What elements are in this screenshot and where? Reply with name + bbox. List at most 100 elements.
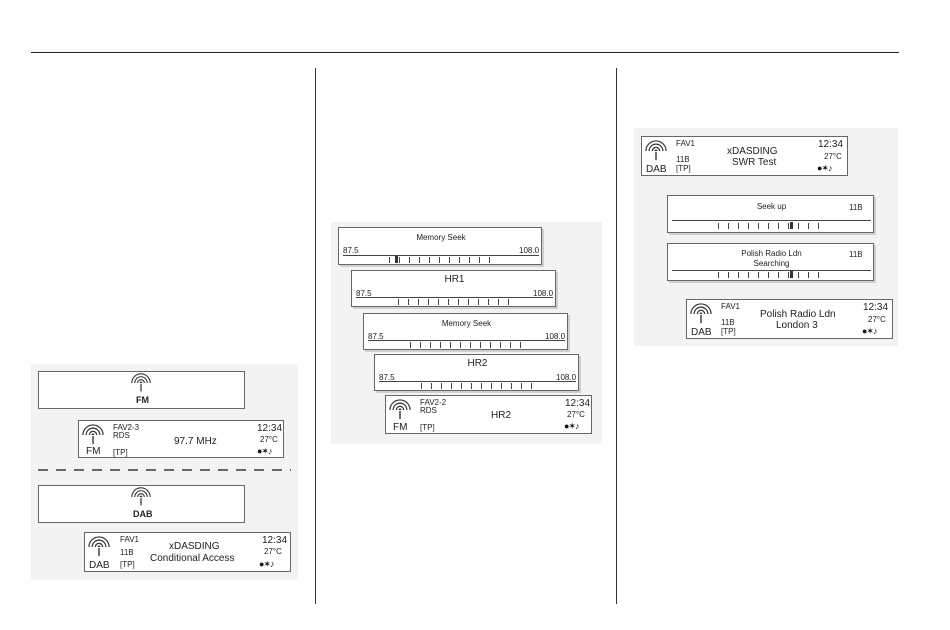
preset-label: FAV2-3 [113, 423, 140, 432]
london-status-display: FAV1 11B [TP] DAB Polish Radio Ldn Londo… [686, 299, 893, 339]
scale-line [379, 381, 576, 382]
frequency-label: 97.7 MHz [174, 436, 217, 447]
temperature-label: 27°C [567, 410, 585, 419]
rds-label: RDS [113, 431, 130, 440]
header-rule [31, 52, 899, 53]
status-icons: ●✶♪ [257, 446, 273, 456]
fm-banner-label: FM [136, 395, 149, 405]
channel-label: 11B [849, 203, 863, 212]
memory-seek-display-1: Memory Seek 87.5 108.0 [338, 227, 542, 265]
channel-label: 11B [676, 155, 690, 164]
scale-line [368, 340, 565, 341]
seek-title: Memory Seek [441, 319, 492, 328]
time-label: 12:34 [818, 139, 844, 150]
station-label: xDASDING [169, 541, 220, 552]
broadcast-icon [690, 303, 712, 325]
station-label: Polish Radio Ldn [760, 309, 836, 320]
temperature-label: 27°C [824, 152, 842, 161]
fm-status-display: FAV2-3 RDS [TP] FM 97.7 MHz 12:34 27°C ●… [78, 420, 284, 458]
broadcast-icon [82, 424, 104, 446]
hr2-status-display: FAV2-2 RDS [TP] FM HR2 12:34 27°C ●✶♪ [385, 395, 592, 434]
dab-banner: DAB [38, 485, 245, 523]
scale-ticks [398, 299, 513, 305]
time-label: 12:34 [565, 398, 591, 409]
status-icons: ●✶♪ [862, 326, 878, 336]
preset-label: FAV1 [676, 139, 695, 148]
status-icons: ●✶♪ [564, 421, 580, 431]
memory-seek-display-2: Memory Seek 87.5 108.0 [363, 313, 568, 350]
scale-min: 87.5 [368, 332, 384, 341]
broadcast-icon [88, 536, 110, 558]
scale-ticks [421, 383, 536, 389]
scale-line [343, 255, 539, 256]
channel-label: 11B [849, 250, 863, 259]
band-label: FM [86, 446, 101, 457]
scale-min: 87.5 [379, 373, 395, 382]
time-label: 12:34 [863, 302, 889, 313]
scale-max: 108.0 [545, 332, 566, 341]
swr-status-display: FAV1 11B [TP] DAB xDASDING SWR Test 12:3… [641, 136, 848, 176]
seek-marker [790, 222, 794, 229]
time-label: 12:34 [257, 423, 283, 434]
scale-line [356, 297, 553, 298]
broadcast-icon [131, 373, 151, 393]
scale-max: 108.0 [519, 246, 540, 255]
dashed-separator [38, 469, 291, 471]
scale-max: 108.0 [533, 289, 554, 298]
hr2-display: HR2 87.5 108.0 [374, 354, 579, 391]
seek-marker [394, 256, 398, 263]
column-divider-2 [616, 68, 617, 604]
scale-ticks [410, 342, 525, 348]
broadcast-icon [645, 140, 667, 162]
preset-label: FAV1 [120, 535, 139, 544]
fm-banner: FM [38, 371, 245, 409]
scale-ticks [389, 257, 499, 263]
dab-status-display: FAV1 11B [TP] DAB xDASDING Conditional A… [84, 532, 291, 572]
preset-label: FAV1 [721, 302, 740, 311]
seek-title: Memory Seek [416, 233, 466, 242]
column-divider-1 [315, 68, 316, 604]
band-label: FM [393, 422, 408, 433]
station-label: xDASDING [727, 146, 778, 157]
scale-min: 87.5 [343, 246, 359, 255]
status-icons: ●✶♪ [259, 559, 275, 569]
status-icons: ●✶♪ [817, 163, 833, 173]
figure-fm-dab: FM FAV2-3 RDS [TP] FM 97.7 MHz 12:34 27°… [31, 364, 298, 580]
rds-label: RDS [420, 406, 437, 415]
scale-line [672, 220, 871, 221]
band-label: DAB [89, 560, 110, 571]
seek-title: HR1 [444, 274, 465, 285]
tp-label: [TP] [676, 164, 691, 173]
time-label: 12:34 [262, 535, 288, 546]
scale-max: 108.0 [556, 373, 577, 382]
station-label: HR2 [491, 410, 512, 421]
info-label: SWR Test [732, 157, 777, 168]
tp-label: [TP] [120, 560, 135, 569]
info-label: London 3 [776, 320, 818, 331]
tp-label: [TP] [420, 423, 435, 432]
hr1-display: HR1 87.5 108.0 [351, 270, 556, 307]
band-label: DAB [691, 327, 712, 338]
tp-label: [TP] [721, 327, 736, 336]
preset-label: FAV2-2 [420, 398, 447, 407]
info-label: Conditional Access [150, 553, 235, 564]
tp-label: [TP] [113, 448, 128, 457]
seek-marker [790, 271, 794, 278]
band-label: DAB [646, 164, 667, 175]
seek-title: HR2 [467, 358, 488, 369]
temperature-label: 27°C [264, 547, 282, 556]
figure-memory-seek: Memory Seek 87.5 108.0 HR1 87.5 108.0 Me… [331, 222, 602, 444]
channel-label: 11B [721, 318, 735, 327]
searching-display: Polish Radio Ldn Searching 11B [667, 243, 874, 281]
scale-ticks [718, 223, 828, 229]
seek-up-display: Seek up 11B [667, 195, 874, 233]
searching-label: Searching [753, 259, 790, 268]
broadcast-icon [131, 487, 151, 507]
broadcast-icon [389, 399, 411, 421]
scale-ticks [718, 272, 828, 278]
seek-title: Seek up [756, 202, 787, 211]
scale-line [672, 270, 871, 271]
station-title: Polish Radio Ldn [741, 249, 802, 258]
dab-banner-label: DAB [133, 509, 153, 519]
scale-min: 87.5 [356, 289, 372, 298]
